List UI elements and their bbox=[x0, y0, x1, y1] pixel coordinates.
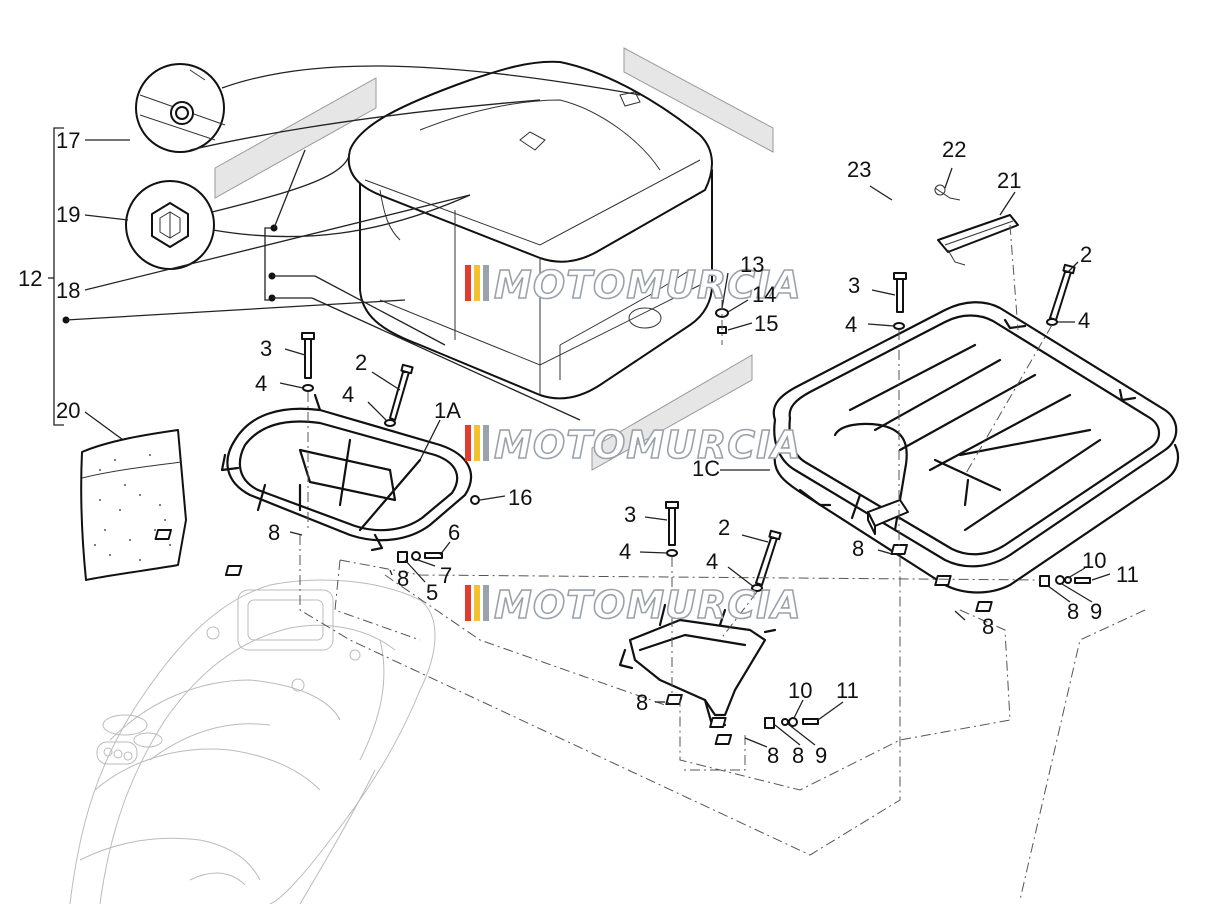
callout-22: 22 bbox=[942, 137, 966, 162]
callout-7: 7 bbox=[440, 563, 452, 588]
callout-8: 8 bbox=[767, 743, 779, 768]
callout-2: 2 bbox=[355, 350, 367, 375]
callout-4: 4 bbox=[619, 539, 631, 564]
callout-8: 8 bbox=[268, 520, 280, 545]
bag-20 bbox=[80, 429, 187, 581]
callout-6: 6 bbox=[448, 520, 460, 545]
callout-4: 4 bbox=[845, 312, 857, 337]
callout-11: 11 bbox=[1116, 562, 1139, 587]
callout-3: 3 bbox=[848, 273, 860, 298]
rack-1c bbox=[772, 301, 1180, 594]
watermark-middle: MOTOMURCIA bbox=[465, 422, 802, 468]
decal-strips bbox=[214, 47, 774, 471]
callout-2: 2 bbox=[718, 515, 730, 540]
hardware bbox=[154, 184, 1091, 745]
callout-9: 9 bbox=[1090, 599, 1102, 624]
callout-1a: 1A bbox=[434, 398, 461, 423]
callout-10: 10 bbox=[788, 678, 812, 703]
callouts: 17 19 12 18 20 3 4 2 4 1A 16 8 6 7 8 5 1… bbox=[18, 128, 1139, 768]
callout-3: 3 bbox=[260, 336, 272, 361]
callout-19: 19 bbox=[56, 202, 80, 227]
detail-insets bbox=[125, 63, 226, 270]
watermark-text: MOTOMURCIA bbox=[494, 423, 802, 467]
rack-1a bbox=[220, 393, 473, 552]
callout-20: 20 bbox=[56, 398, 80, 423]
callout-9: 9 bbox=[815, 743, 827, 768]
callout-17: 17 bbox=[56, 128, 80, 153]
callout-13: 13 bbox=[740, 252, 764, 277]
decal-strip-bottom bbox=[591, 354, 753, 471]
callout-3: 3 bbox=[624, 502, 636, 527]
callout-8: 8 bbox=[636, 690, 648, 715]
callout-10: 10 bbox=[1082, 548, 1106, 573]
watermark-bottom: MOTOMURCIA bbox=[465, 582, 802, 628]
callout-4: 4 bbox=[342, 382, 354, 407]
callout-12: 12 bbox=[18, 266, 42, 291]
callout-4: 4 bbox=[706, 549, 718, 574]
decal-strip-top-right bbox=[623, 47, 774, 153]
callout-1c: 1C bbox=[692, 456, 720, 481]
assembly-lines bbox=[299, 224, 1146, 901]
callout-21: 21 bbox=[997, 168, 1021, 193]
callout-8: 8 bbox=[1067, 599, 1079, 624]
top-case bbox=[347, 60, 713, 400]
callout-16: 16 bbox=[508, 485, 532, 510]
callout-14: 14 bbox=[752, 282, 776, 307]
callout-15: 15 bbox=[754, 311, 778, 336]
callout-5: 5 bbox=[426, 580, 438, 605]
watermark-top: MOTOMURCIA bbox=[465, 262, 802, 308]
callout-11: 11 bbox=[836, 678, 859, 703]
watermark-text: MOTOMURCIA bbox=[494, 583, 802, 627]
scooter-outline bbox=[69, 579, 436, 904]
leader-lines bbox=[279, 167, 1111, 748]
callout-23: 23 bbox=[847, 157, 871, 182]
callout-8: 8 bbox=[397, 566, 409, 591]
callout-2: 2 bbox=[1080, 242, 1092, 267]
callout-4: 4 bbox=[255, 371, 267, 396]
callout-4: 4 bbox=[1078, 308, 1090, 333]
callout-8: 8 bbox=[792, 743, 804, 768]
decal-strip-top-left bbox=[214, 77, 377, 199]
callout-8: 8 bbox=[982, 614, 994, 639]
watermark-text: MOTOMURCIA bbox=[494, 263, 802, 307]
callout-8: 8 bbox=[852, 536, 864, 561]
callout-18: 18 bbox=[56, 278, 80, 303]
